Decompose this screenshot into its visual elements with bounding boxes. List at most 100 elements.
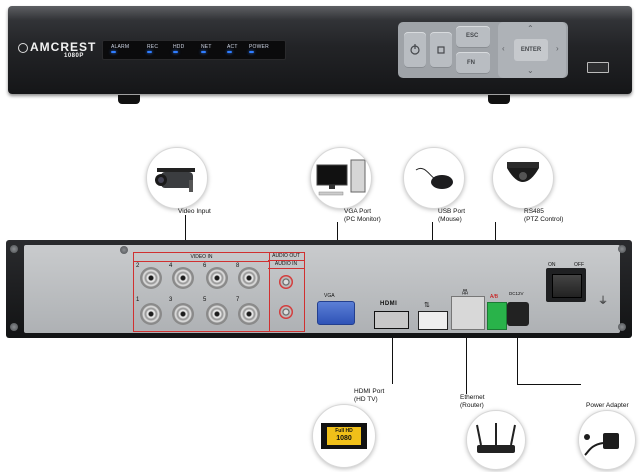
fn-label: FN [467,60,475,66]
pc-monitor-icon [316,159,366,196]
rs485-line2: (PTZ Control) [524,216,564,223]
front-usb-port [587,62,609,73]
hdmi-port-text: HDMI [380,301,398,307]
led-rec: REC [147,44,159,53]
led-power-label: POWER [249,44,269,50]
led-net-light [201,51,206,53]
record-button[interactable] [430,32,452,68]
vga-port-line1: VGA Port [344,208,372,215]
arrow-right-icon[interactable]: › [556,44,559,53]
audio-out-header: AUDIO OUT [268,253,304,261]
usb-port-line1: USB Port [438,208,466,215]
arrow-up-icon[interactable]: ⌃ [527,24,534,33]
mouse-thumb [403,147,465,209]
bnc-port-4 [172,267,194,289]
video-input-label: Video Input [178,208,211,215]
rs485-port-text: A/B [490,294,499,300]
full-hd-text: Full HD [335,428,353,434]
router-thumb [466,410,526,470]
screw-icon [10,245,18,253]
bnc-number: 6 [203,263,207,269]
ethernet-port [451,296,485,330]
bnc-number: 2 [136,263,140,269]
rear-usb-port [418,311,448,330]
dc-power-jack [507,302,529,326]
bnc-port-1 [140,303,162,325]
esc-label: ESC [466,33,479,39]
bnc-number: 1 [136,297,140,303]
bnc-number: 3 [169,297,173,303]
hd-tv-thumb: Full HD 1080 [312,404,376,468]
led-net: NET [201,44,212,53]
rs485-line1: RS485 [524,208,544,215]
arrow-down-icon[interactable]: ⌄ [527,66,534,75]
ethernet-line [466,328,467,394]
brand-logo-mark [18,42,28,53]
bnc-port-2 [140,267,162,289]
full-hd-badge: Full HD 1080 [327,427,361,445]
audio-in-rca [279,305,293,319]
audio-out-rca [279,275,293,289]
vga-port-line2: (PC Monitor) [344,216,381,223]
rs485-label: RS485 (PTZ Control) [524,208,563,224]
led-hdd-label: HDD [173,44,185,50]
hdmi-port-label: HDMI Port (HD TV) [354,388,384,404]
ethernet-line1: Ethernet [460,394,485,401]
screw-icon [10,323,18,331]
usb-port-label: USB Port (Mouse) [438,208,465,224]
enter-button[interactable]: ENTER [514,39,548,61]
led-power-light [249,51,254,53]
power-switch[interactable] [552,274,582,298]
hdmi-line [392,328,393,384]
vga-port [317,301,355,325]
led-rec-label: REC [147,44,159,50]
video-in-header: VIDEO IN [134,253,269,262]
bnc-number: 4 [169,263,173,269]
mouse-icon [415,167,453,189]
power-icon [410,44,420,55]
usb-icon: ⇅ [424,302,430,309]
led-act-label: ACT [227,44,238,50]
audio-section: AUDIO OUT AUDIO IN [268,252,305,332]
hdmi-port-line2: (HD TV) [354,396,378,403]
brand-resolution: 1080P [64,53,84,59]
router-icon [476,423,516,453]
bnc-port-5 [206,303,228,325]
foot-left [118,95,140,104]
power-adapter-icon [584,433,619,456]
fn-button[interactable]: FN [456,52,490,74]
arrow-left-icon[interactable]: ‹ [502,44,505,53]
pc-monitor-thumb [310,147,372,209]
esc-button[interactable]: ESC [456,26,490,48]
brand-name: AMCREST [30,40,97,54]
bnc-number: 7 [236,297,240,303]
switch-off-label: OFF [574,262,584,268]
screw-icon [120,246,128,254]
led-alarm-label: ALARM [111,44,130,50]
video-input-line [185,215,186,255]
resolution-text: 1080 [336,435,352,442]
led-power: POWER [249,44,269,53]
switch-on-label: ON [548,262,556,268]
hdmi-port-line1: HDMI Port [354,388,385,395]
camera-bullet-thumb [146,147,208,209]
bnc-port-8 [238,267,260,289]
bnc-number: 8 [236,263,240,269]
rs485-terminal [487,302,507,330]
power-button[interactable] [404,32,426,68]
ethernet-label: Ethernet (Router) [460,394,485,410]
stop-icon [437,46,445,54]
vga-port-text: VGA [324,293,335,299]
screw-icon [618,245,626,253]
foot-right [488,95,510,104]
dome-camera-icon [507,162,539,182]
hdmi-port [374,311,409,329]
video-in-section: VIDEO IN 2 4 6 8 1 3 5 7 [133,252,270,332]
led-status-panel: ALARM REC HDD NET ACT POWER [102,40,286,60]
network-icon: 品 [462,290,469,296]
audio-in-header: AUDIO IN [268,261,304,269]
usb-port-line2: (Mouse) [438,216,462,223]
front-panel-shine [8,6,632,20]
bullet-camera-icon [155,168,195,192]
led-alarm: ALARM [111,44,130,53]
